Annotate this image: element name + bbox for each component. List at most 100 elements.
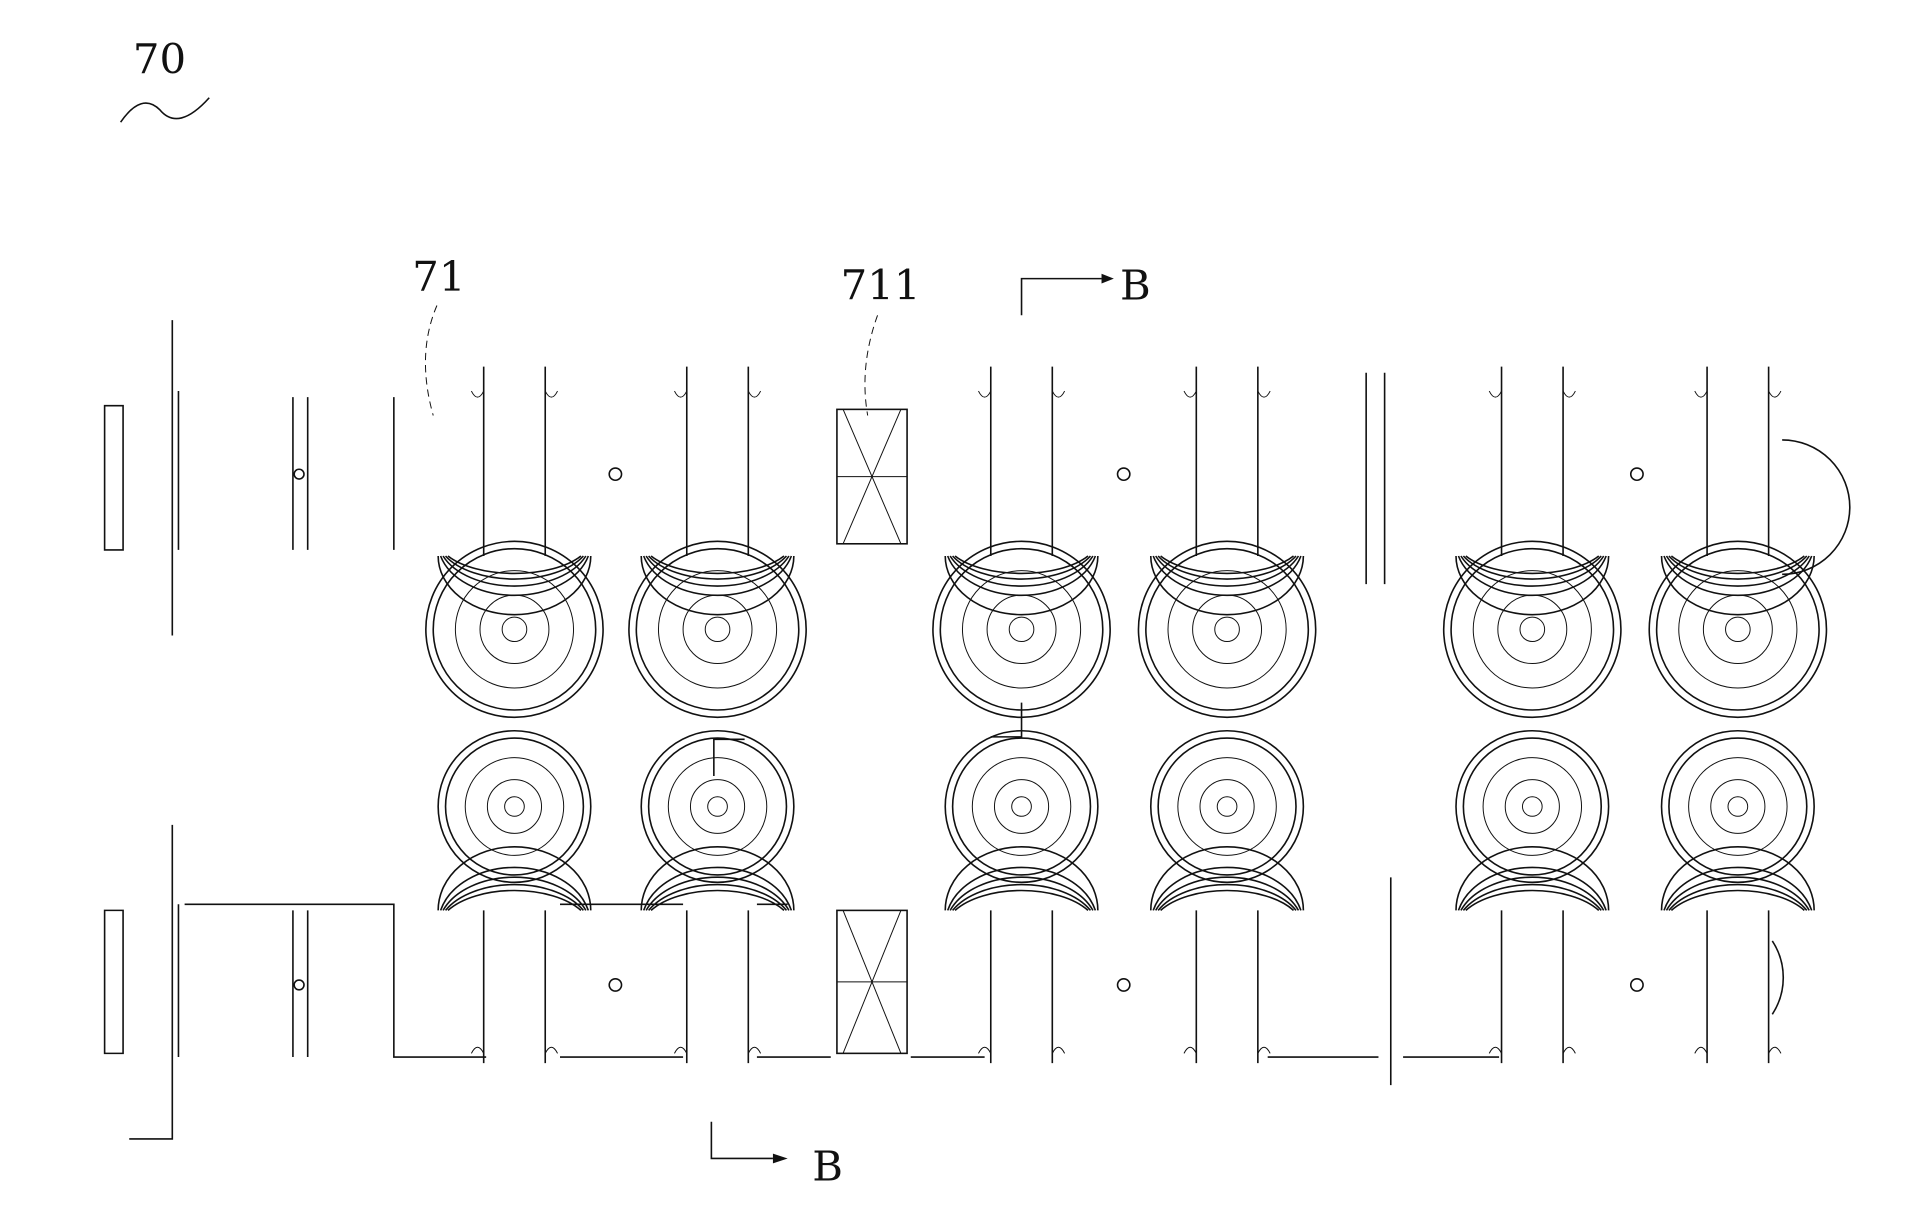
roller-flange: [648, 555, 788, 580]
roller-lower: [1504, 779, 1560, 834]
roller-flange: [1155, 555, 1300, 587]
roller-lower: [951, 737, 1092, 876]
roller-lower: [444, 737, 585, 876]
roller-upper: [501, 616, 528, 643]
hole: [608, 467, 623, 482]
roller-flange: [946, 555, 1097, 597]
roller-flange: [1154, 876, 1300, 911]
roller-flange: [645, 876, 790, 911]
roller-upper: [1725, 616, 1751, 643]
roller-flange: [944, 556, 1099, 616]
roller-flange: [1670, 889, 1805, 911]
roller-flange: [1663, 866, 1813, 911]
roller-flange: [1665, 876, 1810, 911]
roller-upper: [961, 570, 1082, 689]
roller-flange: [1665, 555, 1810, 587]
roller-lower: [1660, 729, 1815, 884]
hole: [293, 468, 305, 480]
roller-lower: [1157, 737, 1297, 876]
roller-flange: [1157, 555, 1297, 580]
roller-flange: [951, 883, 1092, 911]
roller-upper: [1450, 547, 1615, 711]
hole: [1116, 467, 1131, 482]
roller-flange: [1462, 555, 1602, 580]
roller-flange: [437, 556, 592, 616]
roller-upper: [1678, 570, 1798, 689]
roller-flange: [1465, 889, 1600, 911]
roller-flange: [944, 846, 1099, 911]
roller-flange: [1457, 555, 1607, 597]
roller-lower: [971, 757, 1072, 856]
roller-flange: [1668, 555, 1808, 580]
roller-lower: [647, 737, 788, 876]
roller-lower: [667, 757, 768, 856]
roller-flange: [954, 889, 1089, 911]
plate-outline: [184, 397, 1500, 1058]
leader-711: [864, 315, 879, 416]
roller-upper: [1192, 594, 1263, 665]
roller-upper: [1008, 616, 1035, 643]
roller-flange: [949, 876, 1094, 911]
roller-lower: [1727, 796, 1749, 817]
roller-flange: [642, 866, 793, 911]
roller-lower: [1199, 779, 1255, 834]
roller-flange: [642, 555, 793, 597]
wave-leader: [119, 97, 210, 123]
roller-lower: [944, 729, 1099, 884]
post: [1365, 372, 1392, 1086]
roller-flange: [1670, 555, 1805, 575]
roller-flange: [1465, 555, 1600, 575]
roller-flange: [1152, 555, 1302, 597]
roller-flange: [1160, 889, 1295, 911]
roller-flange: [954, 555, 1089, 575]
notch: [1694, 390, 1782, 1054]
roller-upper: [1655, 547, 1820, 711]
roller-flange: [949, 555, 1094, 587]
label-70: 70: [133, 34, 186, 83]
notch: [470, 390, 558, 1054]
hole: [293, 979, 305, 991]
svg-text:B: B: [812, 1142, 843, 1191]
roller-upper: [1472, 570, 1592, 689]
roller-flange: [650, 555, 785, 575]
roller-lower: [993, 779, 1050, 834]
roller-flange: [1455, 846, 1610, 911]
roller-upper: [425, 540, 604, 719]
roller-lower: [1521, 796, 1543, 817]
notch: [1488, 390, 1576, 1054]
roller-flange: [946, 866, 1097, 911]
roller-flange: [645, 555, 790, 587]
roller-flange: [650, 889, 785, 911]
roller-flange: [447, 889, 582, 911]
roller-upper: [657, 570, 778, 689]
spacer-hatch: [836, 409, 908, 544]
roller-flange: [442, 555, 587, 587]
roller-flange: [444, 555, 584, 580]
roller-lower: [1455, 729, 1610, 884]
leader-71: [424, 305, 438, 416]
hole: [1116, 978, 1131, 992]
roller-upper: [1214, 616, 1240, 643]
roller-lower: [464, 757, 565, 856]
roller-lower: [437, 729, 592, 884]
roller-flange: [1152, 866, 1302, 911]
roller-upper: [986, 594, 1057, 665]
roller-lower: [1668, 737, 1808, 876]
roller-assembly: [103, 320, 1851, 1140]
roller-upper: [1145, 547, 1310, 711]
roller-flange: [447, 555, 582, 575]
roller-flange: [1668, 883, 1808, 911]
roller-flange: [444, 883, 585, 911]
shaft: [685, 366, 750, 1064]
roller-flange: [439, 555, 590, 597]
roller-flange: [1160, 555, 1295, 575]
roller-upper: [704, 616, 731, 643]
roller-flange: [1660, 846, 1815, 911]
roller-upper: [635, 547, 800, 711]
roller-lower: [1149, 729, 1305, 884]
roller-flange: [437, 846, 592, 911]
roller-flange: [1149, 846, 1305, 911]
roller-flange: [640, 846, 795, 911]
roller-upper: [1137, 540, 1317, 719]
